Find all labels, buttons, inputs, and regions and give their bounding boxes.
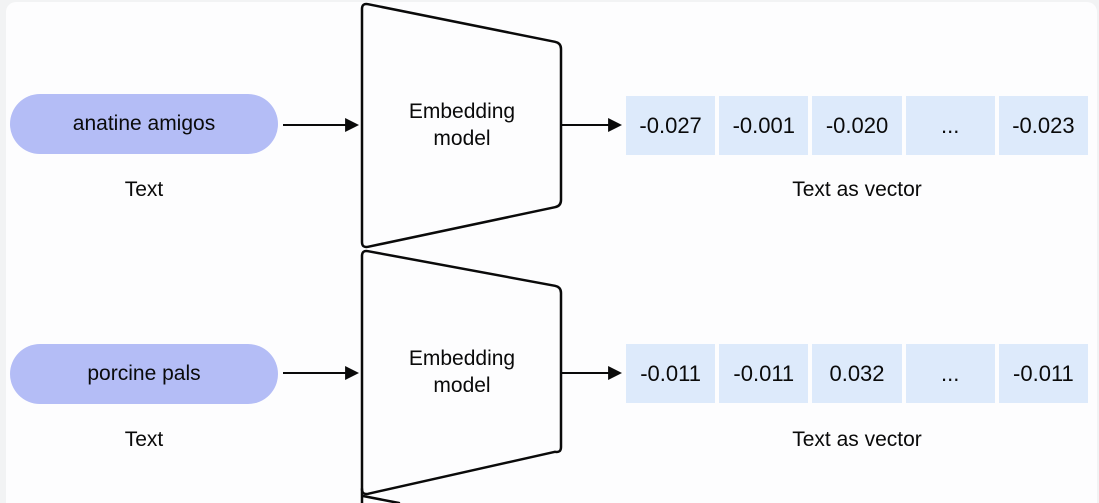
input-caption: Text — [124, 178, 164, 201]
diagram-canvas — [6, 2, 1097, 503]
embedding-model-label: Embedding model — [408, 347, 516, 397]
input-text-pill: porcine pals — [10, 344, 278, 404]
input-caption: Text — [124, 428, 164, 451]
vector-cell: 0.032 — [812, 344, 902, 403]
input-text-label: anatine amigos — [72, 112, 216, 135]
vector-cell: -0.011 — [998, 344, 1089, 403]
vector-caption: Text as vector — [792, 428, 922, 451]
input-text-label: porcine pals — [87, 362, 201, 385]
vector-cell: -0.011 — [719, 344, 809, 403]
vector-cell-ellipsis: ... — [905, 344, 995, 403]
vector-cell: -0.023 — [998, 96, 1089, 155]
vector-cell: -0.011 — [626, 344, 716, 403]
vector-cell: -0.020 — [812, 96, 902, 155]
vector-caption: Text as vector — [792, 178, 922, 201]
vector-row: -0.027 -0.001 -0.020 ... -0.023 — [626, 96, 1089, 155]
input-text-pill: anatine amigos — [10, 94, 278, 154]
vector-cell-ellipsis: ... — [905, 96, 995, 155]
vector-cell: -0.027 — [626, 96, 716, 155]
vector-cell: -0.001 — [719, 96, 809, 155]
vector-row: -0.011 -0.011 0.032 ... -0.011 — [626, 344, 1089, 403]
embedding-model-label: Embedding model — [408, 100, 516, 150]
